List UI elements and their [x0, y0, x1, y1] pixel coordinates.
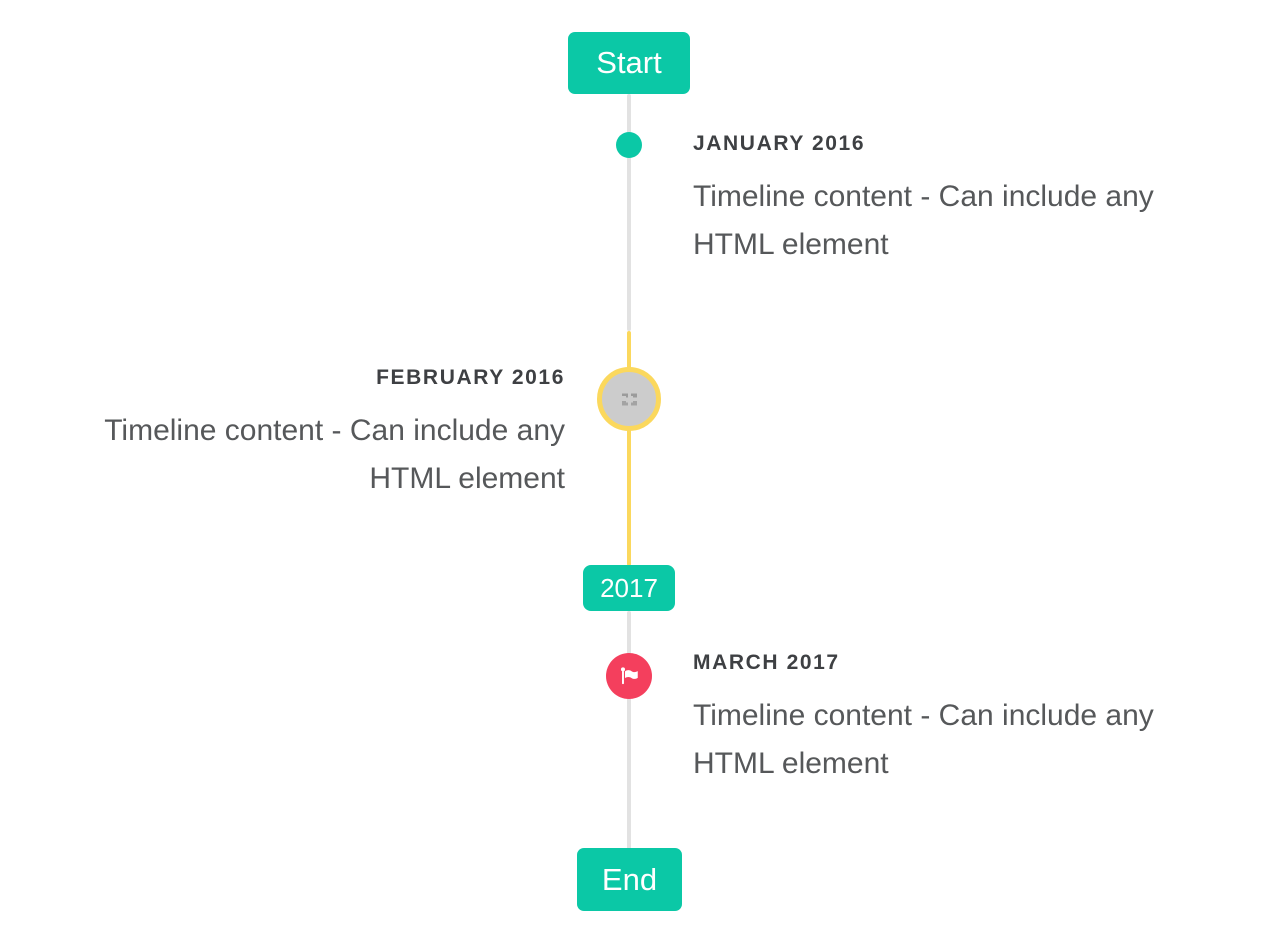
timeline-entry-january: JANUARY 2016 Timeline content - Can incl…: [693, 133, 1223, 269]
timeline-year-badge: 2017: [583, 565, 675, 611]
timeline-start-badge: Start: [568, 32, 690, 94]
timeline-end-badge: End: [577, 848, 682, 911]
marker-image-february: [597, 367, 661, 431]
timeline-year-label: 2017: [600, 572, 658, 603]
entry-title: MARCH 2017: [693, 651, 840, 674]
entry-content: Timeline content - Can include any HTML …: [104, 414, 565, 495]
timeline-entry-february: FEBRUARY 2016 Timeline content - Can inc…: [35, 367, 565, 503]
timeline-start-label: Start: [596, 45, 662, 80]
marker-flag-march: [606, 653, 652, 699]
timeline-end-label: End: [601, 861, 658, 897]
marker-dot-january: [616, 132, 642, 158]
broken-image-icon: [621, 392, 638, 407]
entry-content: Timeline content - Can include any HTML …: [693, 180, 1154, 261]
timeline-line-highlight: [627, 331, 631, 566]
timeline-line-bottom: [627, 611, 631, 850]
entry-content: Timeline content - Can include any HTML …: [693, 699, 1154, 780]
timeline-line-top: [627, 94, 631, 331]
timeline-entry-march: MARCH 2017 Timeline content - Can includ…: [693, 652, 1223, 788]
flag-icon: [618, 665, 641, 688]
entry-title: FEBRUARY 2016: [376, 366, 565, 389]
entry-title: JANUARY 2016: [693, 132, 866, 155]
